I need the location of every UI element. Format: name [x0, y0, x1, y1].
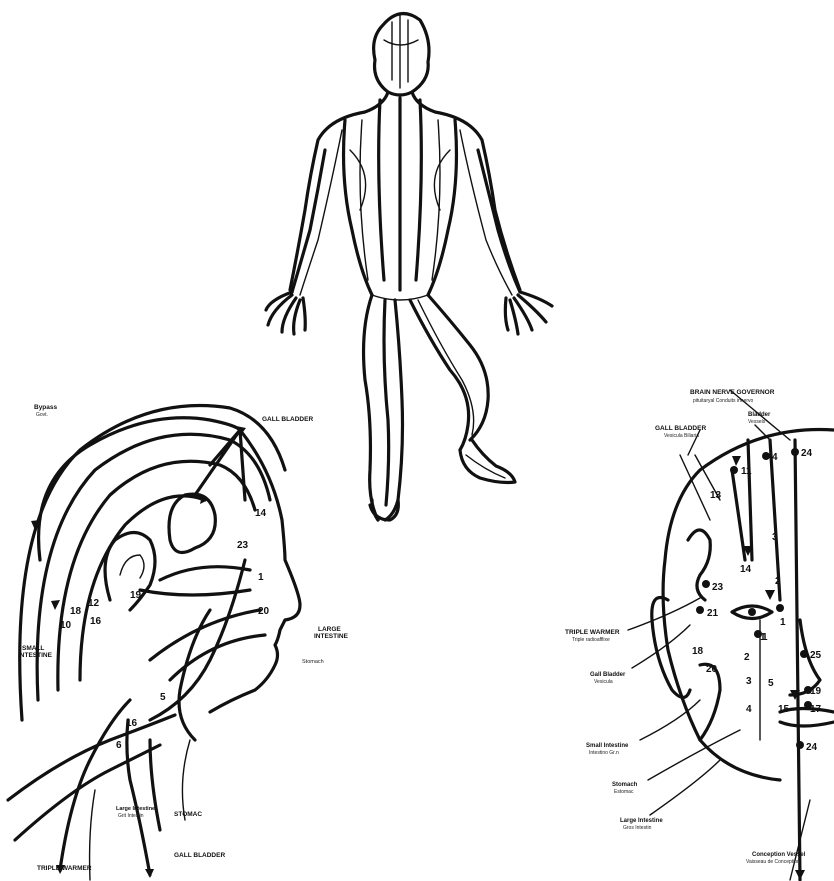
meridian-label: GALL BLADDER [262, 416, 313, 423]
meridian-label: Gall Bladder [590, 672, 626, 678]
meridian-label: Vessels [748, 419, 766, 425]
meridian-point-number: 2 [744, 652, 750, 663]
meridian-label: Govt. [36, 412, 48, 418]
meridian-label: Triple radioafflixe [572, 637, 610, 643]
meridian-point-number: 14 [740, 564, 752, 575]
meridian-label: Vesicula Biliaria [664, 433, 699, 439]
meridian-point-number: 18 [692, 646, 704, 657]
meridian-label: LARGE [318, 626, 341, 633]
meridian-point-number: 13 [710, 490, 722, 501]
meridian-label: SMALL [22, 645, 44, 652]
meridian-label: TRIPLE WARMER [37, 865, 92, 872]
meridian-label: Small Intestine [586, 743, 629, 749]
meridian-point-number: 18 [70, 606, 82, 617]
meridian-point-number: 12 [88, 598, 100, 609]
meridian-point-number: 4 [772, 452, 778, 463]
meridian-point-number: 10 [60, 620, 72, 631]
meridian-label: Bypass [34, 404, 58, 411]
meridian-point-number: 16 [90, 616, 102, 627]
meridian-point-number: 21 [707, 608, 719, 619]
meridian-point-number: 19 [810, 686, 822, 697]
meridian-point-number: 16 [126, 718, 138, 729]
meridian-label: Large Intestine [620, 818, 663, 824]
meridian-label: INTESTINE [18, 652, 53, 659]
meridian-label: Vesicula [594, 679, 613, 685]
meridian-label: BRAIN NERVE GOVERNOR [690, 389, 775, 396]
meridian-point-number: 4 [746, 704, 752, 715]
meridian-point-number: 3 [746, 676, 752, 687]
meridian-label: Estomac [614, 789, 634, 795]
meridian-point-number: 1 [780, 617, 786, 628]
front-face: 11 4 24 13 3 14 2 23 1 1 21 18 1 2 20 3 … [565, 389, 834, 880]
meridian-label: Large Intestine [116, 806, 155, 812]
meridian-point-number: 23 [712, 582, 724, 593]
meridian-point-number: 6 [116, 740, 122, 751]
meridian-point-number: 20 [706, 664, 718, 675]
meridian-label: GALL BLADDER [655, 425, 706, 432]
meridian-label: INTESTINE [314, 633, 349, 640]
meridian-point-number: 14 [255, 508, 267, 519]
meridian-point-number: 1 [762, 632, 768, 643]
meridian-point-number: 19 [130, 590, 142, 601]
meridian-label: GALL BLADDER [174, 852, 225, 859]
meridian-point-number: 24 [806, 742, 818, 753]
body-figure [266, 14, 552, 520]
meridian-label: TRIPLE WARMER [565, 629, 620, 636]
meridian-point-number: 1 [258, 572, 264, 583]
meridian-point-number: 2 [775, 576, 781, 587]
meridian-label: Grit Intestin [118, 813, 144, 819]
meridian-point-number: 3 [772, 532, 778, 543]
meridian-label: STOMAC [174, 811, 202, 818]
meridian-label: Stomach [612, 782, 638, 788]
meridian-point-number: 25 [810, 650, 822, 661]
meridian-label: Vaisseau de Conception [746, 859, 800, 865]
meridian-point-number: 23 [237, 540, 249, 551]
meridian-label: Intestino Gr.n [589, 750, 619, 756]
side-head: 14 23 1 20 12 10 16 19 18 5 16 6 Bypass … [8, 404, 349, 880]
meridian-point-number: 15 [778, 704, 790, 715]
meridian-point-number: 5 [768, 678, 774, 689]
meridian-label: Gros Intestin [623, 825, 652, 831]
meridian-point-number: 5 [160, 692, 166, 703]
meridian-label: Bladder [748, 412, 771, 418]
meridian-point-number: 17 [810, 704, 822, 715]
meridian-point-number: 20 [258, 606, 270, 617]
meridian-label: Stomach [302, 659, 324, 665]
meridian-label: Conception Vessel [752, 852, 806, 858]
meridian-point-number: 24 [801, 448, 813, 459]
meridian-label: pituitaryal Conduits innervo [693, 398, 754, 404]
meridian-point-number: 11 [741, 466, 752, 477]
